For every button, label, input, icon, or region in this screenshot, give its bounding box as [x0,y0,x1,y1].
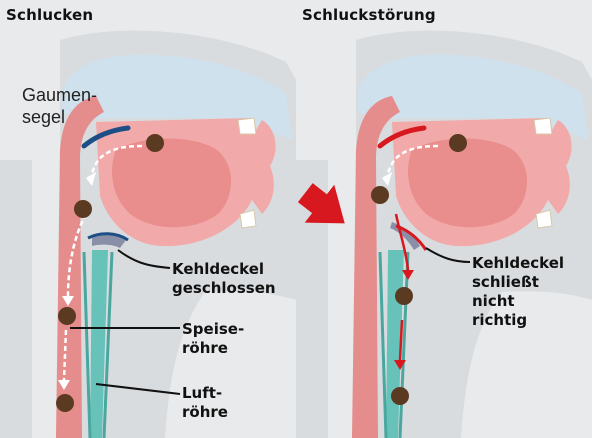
spine [0,160,32,438]
label-line: röhre [182,339,244,358]
food-bolus [371,186,389,204]
food-bolus [395,287,413,305]
label-line: Kehldeckel [172,260,276,279]
food-bolus [146,134,164,152]
food-bolus [56,394,74,412]
food-bolus [449,134,467,152]
anatomy-illustration-normal [0,0,296,438]
label-epiglottis-faulty: Kehldeckel schließt nicht richtig [472,254,564,330]
label-line: Gaumen- [22,84,97,106]
label-epiglottis: Kehldeckel geschlossen [172,260,276,298]
label-line: schließt [472,273,564,292]
label-line: Speise- [182,320,244,339]
label-line: röhre [182,403,228,422]
panel-swallowing-disorder: Schluckstörung Kehldeckel schließt nicht… [296,0,592,438]
label-line: Luft- [182,384,228,403]
label-line: segel [22,106,97,128]
label-trachea: Luft- röhre [182,384,228,422]
label-esophagus: Speise- röhre [182,320,244,358]
panel-title: Schlucken [6,6,93,24]
food-bolus [74,200,92,218]
food-bolus [58,307,76,325]
label-line: geschlossen [172,279,276,298]
panel-title: Schluckstörung [302,6,436,24]
label-line: nicht [472,292,564,311]
food-bolus [391,387,409,405]
label-line: Kehldeckel [472,254,564,273]
label-soft-palate: Gaumen- segel [22,84,97,128]
anatomy-illustration-disorder [296,0,592,438]
panel-normal-swallowing: Schlucken Gaumen- segel Kehldeckel gesch… [0,0,296,438]
label-line: richtig [472,311,564,330]
